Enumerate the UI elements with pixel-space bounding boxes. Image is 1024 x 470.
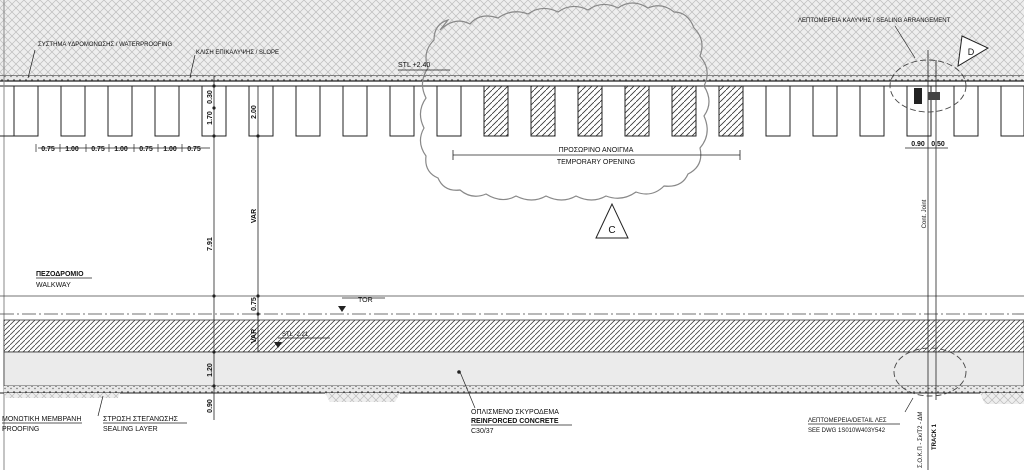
- roof-beam: [859, 85, 885, 137]
- ground-fill-top: [0, 0, 1024, 76]
- dim-right-2: 0.50: [931, 141, 945, 148]
- waterproof-label: ΣΥΣΤΗΜΑ ΥΔΡΟΜΟΝΩΣΗΣ / WATERPROOFING: [38, 42, 172, 48]
- opening-beam: [483, 85, 509, 137]
- concrete-english: REINFORCED CONCRETE: [471, 418, 559, 425]
- opening-beam: [718, 85, 744, 137]
- roof-beam: [389, 85, 415, 137]
- dim-chain-value: 0.75: [187, 146, 201, 153]
- stl-mid-label: STL -2.21: [282, 332, 309, 338]
- concrete-slab: [3, 351, 1024, 387]
- detail-label-top: ΛΕΠΤΟΜΕΡΕΙΑ ΚΑΛΥΨΗΣ / SEALING ARRANGEMEN…: [798, 18, 951, 24]
- dim-right-1: 0.90: [911, 141, 925, 148]
- roof-beam: [13, 85, 39, 137]
- callout-d-triangle: [957, 35, 990, 67]
- waterproof-layer: [0, 76, 1024, 81]
- track-bed-hatch: [3, 319, 1024, 353]
- ground-bottom-left: [325, 393, 400, 402]
- callout-c-letter: C: [608, 225, 615, 236]
- vdim-791: 7.91: [207, 237, 214, 251]
- track-1-label: TRACK 1: [932, 423, 938, 450]
- stl-top-label: STL +2.40: [398, 62, 430, 69]
- walkway-greek: ΠΕΖΟΔΡΟΜΙΟ: [36, 271, 84, 278]
- bottom-dimension-chain: 0.75 1.00 0.75 1.00 0.75 1.00 0.75: [35, 144, 201, 153]
- dim-chain-value: 1.00: [163, 146, 177, 153]
- vdim-var1: VAR: [251, 209, 258, 223]
- temp-opening-greek: ΠΡΟΣΩΡΙΝΟ ΑΝΟΙΓΜΑ: [559, 147, 634, 154]
- cont-joint-label: Cont. Joint: [922, 199, 928, 228]
- ground-bottom-right: [980, 393, 1024, 404]
- walkway-english: WALKWAY: [36, 282, 71, 289]
- sealing-english: SEALING LAYER: [103, 426, 158, 433]
- sealing-layer: [4, 386, 1024, 393]
- sealing-greek: ΣΤΡΩΣΗ ΣΤΕΓΑΝΩΣΗΣ: [103, 416, 179, 423]
- detail-circle-bottom: [893, 347, 967, 397]
- detail-bottom-ref: SEE DWG 1S010W403Y542: [808, 428, 886, 434]
- roof-beam: [1000, 85, 1024, 137]
- track-ref-label: Σ.Ο.Κ.Π - Σκ/Τ2 - ΔΜ: [918, 412, 924, 468]
- concrete-grade: C30/37: [471, 428, 494, 435]
- roof-beam: [107, 85, 133, 137]
- temp-opening-english: TEMPORARY OPENING: [557, 159, 635, 166]
- opening-beam: [671, 85, 697, 137]
- vdim-200: 2.00: [251, 105, 258, 119]
- roof-beam: [812, 85, 838, 137]
- detail-circle-top: [889, 59, 967, 113]
- roof-beams: [0, 85, 1024, 137]
- tor-label: TOR: [358, 297, 373, 304]
- dim-chain-value: 0.75: [139, 146, 153, 153]
- roof-beam: [953, 85, 979, 137]
- opening-beam: [624, 85, 650, 137]
- opening-beam: [577, 85, 603, 137]
- vdim-170: 1.70: [207, 111, 214, 125]
- vdim-120: 1.20: [207, 363, 214, 377]
- dim-chain-value: 1.00: [114, 146, 128, 153]
- roof-beam: [60, 85, 86, 137]
- membrane-english: PROOFING: [2, 426, 39, 433]
- roof-beam: [342, 85, 368, 137]
- callout-c-triangle: [595, 202, 629, 239]
- slope-label: ΚΛΙΣΗ ΕΠΙΚΑΛΥΨΗΣ / SLOPE: [196, 50, 279, 56]
- roof-beam: [295, 85, 321, 137]
- dim-chain-value: 0.75: [91, 146, 105, 153]
- roof-beam: [436, 85, 462, 137]
- vdim-075: 0.75: [251, 297, 258, 311]
- concrete-greek: ΟΠΛΙΣΜΕΝΟ ΣΚΥΡΟΔΕΜΑ: [471, 409, 559, 416]
- roof-beam: [248, 85, 274, 137]
- opening-beam: [530, 85, 556, 137]
- roof-beam: [154, 85, 180, 137]
- roof-beam: [765, 85, 791, 137]
- membrane-greek: ΜΟΝΩΤΙΚΗ ΜΕΜΒΡΑΝΗ: [2, 416, 81, 423]
- dim-chain-value: 0.75: [41, 146, 55, 153]
- detail-bottom-greek: ΛΕΠΤΟΜΕΡΕΙΑ/DETAIL ΛΕΣ: [808, 418, 887, 424]
- vdim-030: 0.30: [207, 90, 214, 104]
- vdim-090: 0.90: [207, 399, 214, 413]
- callout-d-letter: D: [968, 47, 975, 57]
- dim-chain-value: 1.00: [65, 146, 79, 153]
- vdim-var2: VAR: [251, 329, 258, 343]
- revision-cloud: [419, 2, 710, 201]
